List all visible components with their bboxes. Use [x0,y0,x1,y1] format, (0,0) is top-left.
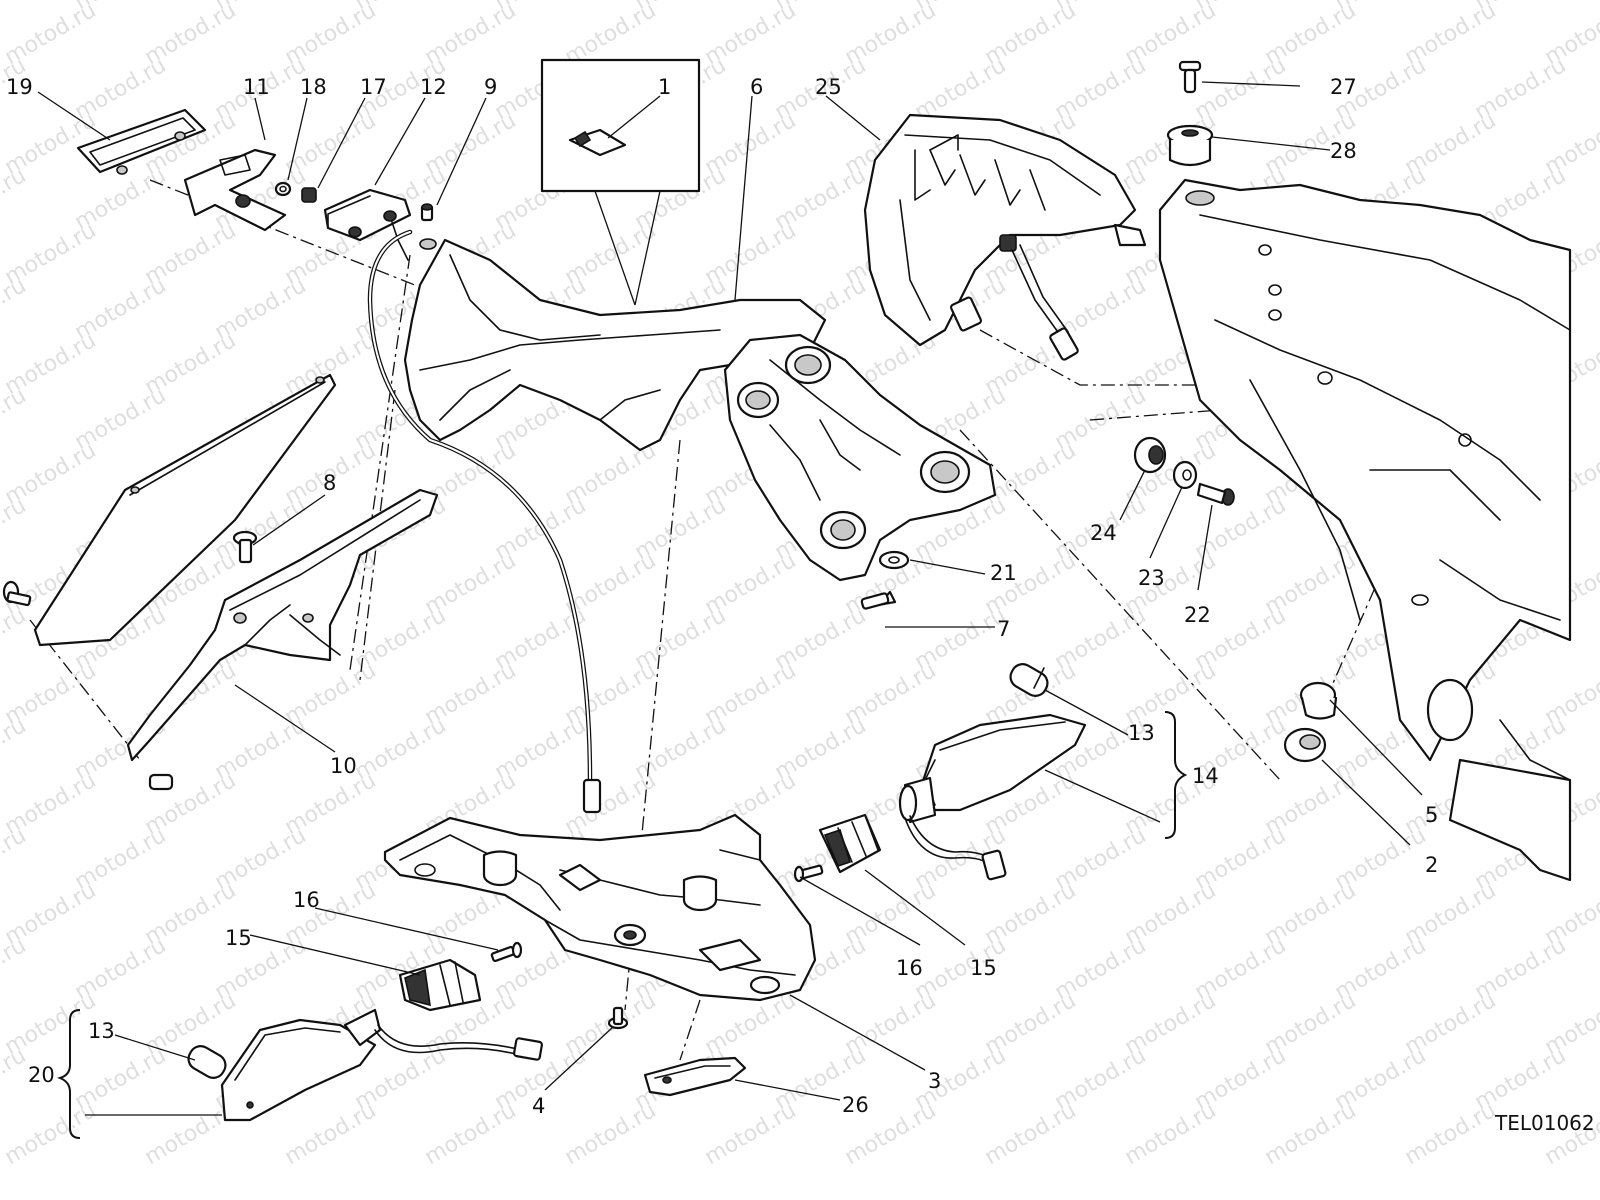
callout-3: 3 [928,1069,941,1093]
callout-13-right: 13 [1128,721,1155,745]
callout-28: 28 [1330,139,1357,163]
callout-11: 11 [243,75,270,99]
callout-2: 2 [1425,853,1438,877]
license-plate [33,373,337,647]
watermark-text: motod.ru [0,163,30,235]
watermark-text: motod.ru [701,1098,801,1170]
plate-screw [2,580,32,607]
callout-5: 5 [1425,803,1438,827]
watermark-text: motod.ru [0,1043,30,1115]
washer-and-nut [274,181,317,203]
mounting-plate [723,333,997,610]
tail-light [863,113,1147,361]
watermark-text: motod.ru [421,1098,521,1170]
callout-15-right: 15 [970,956,997,980]
callout-22: 21 [990,561,1017,585]
callout-25: 24 [1090,521,1117,545]
cover-plate [643,1056,747,1097]
watermark-text: motod.ru [0,713,30,785]
assembly-lines [29,179,1441,1061]
watermark-text: motod.ru [1,1098,101,1170]
callout-1: 1 [658,75,671,99]
left-bulb [187,1045,227,1079]
watermark-text: motod.ru [0,383,30,455]
inset-detail-box [540,58,701,306]
callout-20: 19 [6,75,33,99]
screw [420,203,434,222]
rubber-grommet-and-pin [1166,60,1214,167]
callout-6: 6 [750,75,763,99]
watermark-text: motod.ru [0,933,30,1005]
watermark-text: motod.ru [1121,1098,1221,1170]
reflector-bracket [183,148,287,232]
watermark-text: motod.ru [1401,1098,1501,1170]
group-braces [56,711,1188,1139]
watermark-text: motod.ru [0,823,30,895]
callout-16-left: 16 [293,888,320,912]
watermark-text: motod.ru [0,273,30,345]
callout-27: 27 [1330,75,1357,99]
right-rubber-damper [793,813,882,883]
callout-23: 22 [1184,603,1211,627]
callout-4: 4 [532,1094,545,1118]
watermark-text: motod.ru [561,1098,661,1170]
callout-8: 8 [323,471,336,495]
callout-13-left: 13 [88,1019,115,1043]
bolt [232,530,258,564]
left-rubber-damper [398,941,523,1012]
callout-10: 10 [330,754,357,778]
right-bulb [1009,663,1049,697]
watermark-text: motod.ru [1261,1098,1361,1170]
callout-18: 17 [360,75,387,99]
callout-12: 12 [420,75,447,99]
license-plate-holder-bracket [403,238,827,452]
callout-7: 7 [997,617,1010,641]
lower-support [383,813,817,1002]
lower-grommets [1283,681,1338,763]
callout-26: 25 [815,75,842,99]
watermark-text: motod.ru [0,493,30,565]
callout-15-left: 15 [225,926,252,950]
watermark-text: motod.ru [0,0,30,15]
watermark-text: motod.ru [281,1098,381,1170]
callout-24: 23 [1138,566,1165,590]
callout-9: 9 [484,75,497,99]
callout-21: 26 [842,1093,869,1117]
watermark-text: motod.ru [981,1098,1081,1170]
callout-14: 14 [1192,764,1219,788]
electronic-module [323,188,412,261]
callout-labels: 19 11 18 17 12 9 1 6 25 27 28 24 23 22 2… [6,75,1595,1135]
leader-lines [37,81,1423,1116]
rear-subframe [1158,178,1572,882]
left-turn-signal [220,1008,543,1122]
support-screw [607,1006,629,1030]
callout-19: 18 [300,75,327,99]
right-turn-signal [898,713,1087,881]
wiring-cable [367,229,602,814]
callout-16-right: 16 [896,956,923,980]
drawing-code: TEL01062 [1494,1111,1595,1135]
grommet-washer-screw [1133,436,1235,506]
reflector [76,108,207,175]
plate-support [126,488,439,791]
callout-17: 20 [28,1063,55,1087]
watermark-text: motod.ru [0,603,30,675]
